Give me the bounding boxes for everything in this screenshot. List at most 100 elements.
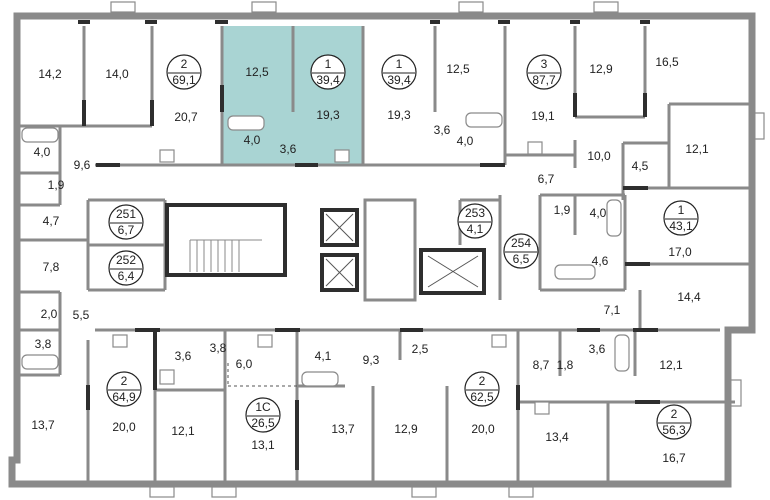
outer-wall <box>8 12 756 488</box>
room-area-label: 2,5 <box>412 342 429 356</box>
badge-area-text: 6,5 <box>513 252 530 266</box>
room-area-label: 4,0 <box>244 133 261 147</box>
apartment-badge[interactable]: 139,4 <box>310 54 346 90</box>
structural-columns <box>78 20 660 470</box>
room-area-label: 12,1 <box>685 142 709 156</box>
room-area-label: 1,8 <box>557 358 574 372</box>
building-core <box>165 198 486 302</box>
badge-top-text: 1 <box>396 57 403 71</box>
room-area-label: 13,7 <box>31 418 55 432</box>
badge-top-text: 2 <box>121 374 128 388</box>
room-area-label: 7,8 <box>43 260 60 274</box>
badge-circle <box>166 54 202 90</box>
badge-top-text: 252 <box>116 253 136 267</box>
room-area-label: 2,0 <box>41 307 58 321</box>
room-area-label: 20,7 <box>174 110 198 124</box>
room-area-label: 20,0 <box>471 422 495 436</box>
room-area-label: 3,8 <box>210 341 227 355</box>
room-area-label: 3,8 <box>35 337 52 351</box>
badge-top-text: 251 <box>116 207 136 221</box>
room-area-label: 12,1 <box>171 424 195 438</box>
room-area-label: 12,5 <box>245 65 269 79</box>
room-area-label: 1,9 <box>48 178 65 192</box>
apartment-badge[interactable]: 387,7 <box>526 54 562 90</box>
room-area-label: 6,7 <box>538 172 555 186</box>
room-area-label: 12,9 <box>394 422 418 436</box>
badge-circle <box>526 54 562 90</box>
badge-area-text: 64,9 <box>112 390 136 404</box>
room-area-label: 4,5 <box>632 159 649 173</box>
room-area-label: 19,3 <box>316 108 340 122</box>
room-area-label: 6,0 <box>236 357 253 371</box>
room-area-label: 3,6 <box>175 349 192 363</box>
room-area-label: 10,0 <box>587 149 611 163</box>
badge-area-text: 4,1 <box>467 222 484 236</box>
room-area-label: 19,1 <box>531 109 555 123</box>
room-area-label: 9,3 <box>363 353 380 367</box>
apartment-badge[interactable]: 139,4 <box>381 54 417 90</box>
room-area-label: 4,7 <box>43 214 60 228</box>
room-area-label: 12,5 <box>446 62 470 76</box>
apartment-badge[interactable]: 264,9 <box>106 371 142 407</box>
elevator-3 <box>419 248 486 295</box>
room-area-label: 16,7 <box>662 451 686 465</box>
room-area-label: 9,6 <box>74 158 91 172</box>
room-area-label: 19,3 <box>387 108 411 122</box>
room-area-label: 14,4 <box>677 290 701 304</box>
room-area-label: 12,1 <box>659 358 683 372</box>
badge-circle <box>656 404 692 440</box>
badge-circle <box>245 397 281 433</box>
room-area-label: 20,0 <box>112 420 136 434</box>
badge-circle <box>106 371 142 407</box>
room-area-label: 4,1 <box>315 349 332 363</box>
apartment-badges: 269,1139,4139,4387,7143,1264,91С26,5262,… <box>106 54 699 440</box>
badge-area-text: 62,5 <box>470 390 494 404</box>
room-area-label: 4,0 <box>34 145 51 159</box>
badge-circle <box>464 371 500 407</box>
room-area-label: 5,5 <box>73 308 90 322</box>
room-area-label: 14,0 <box>105 67 129 81</box>
elevator-1 <box>320 208 359 247</box>
badge-circle <box>663 200 699 236</box>
badge-top-text: 1 <box>325 57 332 71</box>
room-area-label: 1,9 <box>554 203 571 217</box>
apartment-badge[interactable]: 256,3 <box>656 404 692 440</box>
badge-area-text: 43,1 <box>669 219 693 233</box>
badge-top-text: 2 <box>479 374 486 388</box>
room-area-label: 13,4 <box>545 430 569 444</box>
badge-area-text: 39,4 <box>387 73 411 87</box>
apartment-badge[interactable]: 262,5 <box>464 371 500 407</box>
sanitary-fixtures <box>21 112 630 415</box>
room-area-label: 12,9 <box>589 62 613 76</box>
badge-circle <box>457 203 493 239</box>
badge-top-text: 2 <box>671 407 678 421</box>
badge-area-text: 6,7 <box>118 223 135 237</box>
badge-top-text: 1С <box>255 400 271 414</box>
room-area-label: 14,2 <box>38 67 62 81</box>
room-area-label: 13,7 <box>331 422 355 436</box>
room-area-label: 4,6 <box>592 254 609 268</box>
apartment-badge[interactable]: 269,1 <box>166 54 202 90</box>
room-area-label: 13,1 <box>251 438 275 452</box>
badge-circle <box>503 233 539 269</box>
apartment-badge[interactable]: 143,1 <box>663 200 699 236</box>
badge-top-text: 253 <box>465 206 485 220</box>
badge-top-text: 2 <box>181 57 188 71</box>
room-area-label: 4,0 <box>590 206 607 220</box>
badge-circle <box>381 54 417 90</box>
room-area-label: 7,1 <box>604 303 621 317</box>
badge-area-text: 39,4 <box>316 73 340 87</box>
badge-area-text: 69,1 <box>172 73 196 87</box>
badge-circle <box>310 54 346 90</box>
staircase <box>189 239 262 272</box>
badge-area-text: 56,3 <box>662 423 686 437</box>
badge-area-text: 87,7 <box>532 73 556 87</box>
badge-area-text: 6,4 <box>118 269 135 283</box>
